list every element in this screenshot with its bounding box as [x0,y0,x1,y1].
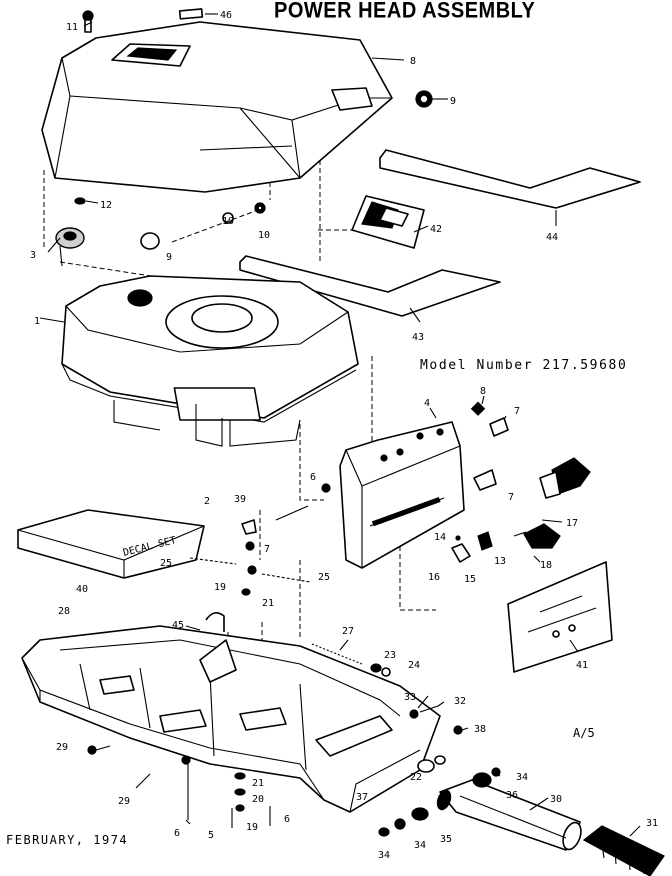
callout-27: 27 [342,626,354,637]
callout-5: 5 [208,830,214,841]
callout-17: 17 [566,518,578,529]
callout-11: 11 [66,22,78,33]
callout-23: 23 [384,650,396,661]
page-number: A/5 [573,726,595,740]
valve-parts-13-16 [451,531,493,563]
callout-29: 29 [118,796,130,807]
callout-33: 33 [404,692,416,703]
callout-21: 21 [262,598,274,609]
callout-10: 10 [258,230,270,241]
callout-1: 1 [34,316,40,327]
callout-9: 9 [166,252,172,263]
callout-37: 37 [356,792,368,803]
callout-22: 22 [410,772,422,783]
callout-numbers: 11 46 8 9 12 10 10 9 3 42 44 1 43 8 4 7 … [30,10,658,861]
callout-19: 19 [246,822,258,833]
handle-grip-part [539,457,591,499]
callout-38: 38 [474,724,486,735]
callout-18: 18 [540,560,552,571]
callout-20: 20 [252,794,264,805]
callout-45: 45 [172,620,184,631]
callout-14: 14 [434,532,446,543]
plug-46-part [178,8,204,20]
callout-43: 43 [412,332,424,343]
callout-25: 25 [160,558,172,569]
rail-43-part [239,255,501,317]
top-cover-part [41,21,393,193]
decal-set-40-part: DECAL SET [17,509,205,579]
base-housing-28-part [21,612,441,813]
tube-assembly-30-part [436,779,582,851]
nozzle-31-part [582,825,665,876]
callout-32: 32 [454,696,466,707]
callout-36: 36 [506,790,518,801]
callout-4: 4 [424,398,430,409]
callout-30: 30 [550,794,562,805]
callout-29: 29 [56,742,68,753]
callout-34: 34 [414,840,426,851]
callout-16: 16 [428,572,440,583]
callout-12: 12 [100,200,112,211]
engine-housing-part [61,275,359,447]
leader-lines [43,160,436,690]
spring-27-part [311,643,391,677]
callout-15: 15 [464,574,476,585]
panel-41-part [507,561,613,673]
callout-7: 7 [508,492,514,503]
callout-35: 35 [440,834,452,845]
knob-9-part [415,90,433,108]
callout-25: 25 [318,572,330,583]
callout-8: 8 [480,386,486,397]
base-fasteners [87,745,271,828]
callout-2: 2 [204,496,210,507]
callout-31: 31 [646,818,658,829]
fasteners-6-7-8 [245,401,509,551]
linkage-25-part [189,505,311,596]
callout-19: 19 [214,582,226,593]
mount-bracket-4-part [339,421,465,569]
callout-13: 13 [494,556,506,567]
callout-21: 21 [252,778,264,789]
callout-8: 8 [410,56,416,67]
callout-34: 34 [378,850,390,861]
callout-7: 7 [514,406,520,417]
callout-leaders [39,13,641,837]
callout-10: 10 [222,216,234,227]
callout-6: 6 [284,814,290,825]
grommet-11-part [82,10,94,33]
callout-6: 6 [174,828,180,839]
callout-42: 42 [430,224,442,235]
model-number: Model Number 217.59680 [420,358,628,373]
print-date: FEBRUARY, 1974 [6,833,129,847]
bracket-42-part [351,195,425,249]
callout-40: 40 [76,584,88,595]
callout-3: 3 [30,250,36,261]
callout-34: 34 [516,772,528,783]
callout-9: 9 [450,96,456,107]
spring-17-part [513,523,561,549]
callout-6: 6 [310,472,316,483]
callout-44: 44 [546,232,558,243]
page-title: POWER HEAD ASSEMBLY [274,0,536,24]
callout-24: 24 [408,660,420,671]
callout-46: 46 [220,10,232,21]
cap-3-part [55,227,85,267]
rail-44-part [379,149,641,209]
callout-41: 41 [576,660,588,671]
callout-39: 39 [234,494,246,505]
callout-28: 28 [58,606,70,617]
callout-7: 7 [264,544,270,555]
